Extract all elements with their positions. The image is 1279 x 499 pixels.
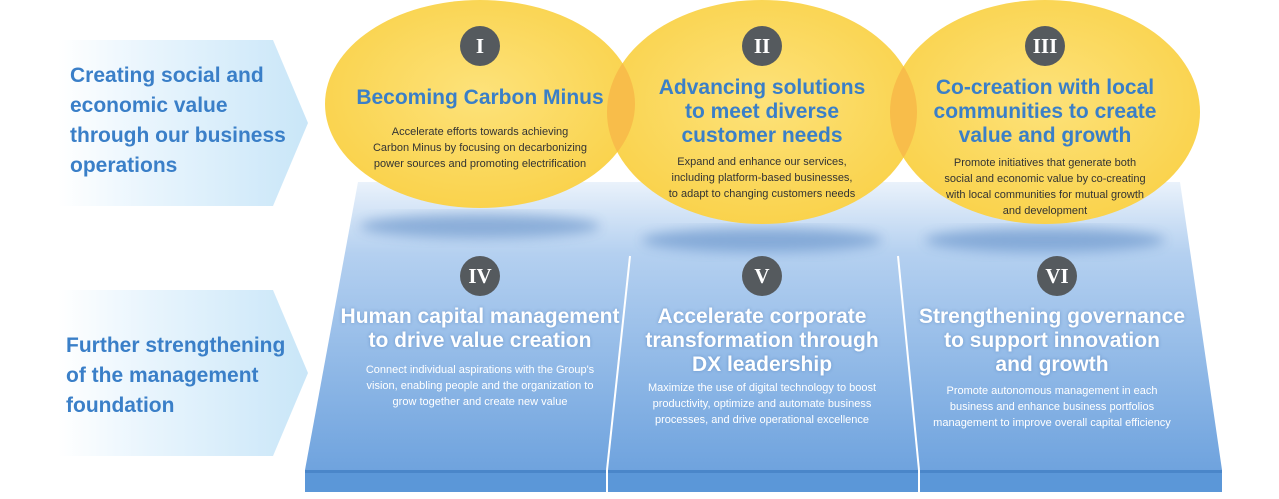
pillar-6-desc: Promote autonomous management in each bu… xyxy=(933,385,1171,429)
separator-right xyxy=(897,255,920,471)
pillar-6-title: Strengthening governance to support inno… xyxy=(918,305,1186,376)
pillar-5-desc: Maximize the use of digital technology t… xyxy=(647,382,877,426)
top-row-label: Creating social and economic value throu… xyxy=(70,64,286,177)
pillar-2-desc: Expand and enhance our services, includi… xyxy=(668,156,856,200)
pillar-2-title: Advancing solutions to meet diverse cust… xyxy=(658,76,866,147)
pillar-3-title: Co-creation with local communities to cr… xyxy=(933,76,1157,147)
foundation-panel xyxy=(305,182,1222,470)
circle-pillar-2 xyxy=(607,0,917,224)
pillar-1-desc: Accelerate efforts towards achieving Car… xyxy=(372,126,588,170)
bottom-row-label: Further strengthening of the management … xyxy=(66,334,286,417)
pillar-4-desc: Connect individual aspirations with the … xyxy=(365,364,595,408)
pillar-4-numeral: IV xyxy=(460,256,500,296)
pillar-5-numeral: V xyxy=(742,256,782,296)
circle-pillar-1 xyxy=(325,0,635,208)
pillar-5-title: Accelerate corporate transformation thro… xyxy=(645,305,879,376)
pillar-4-title: Human capital management to drive value … xyxy=(340,305,620,352)
foundation-base xyxy=(305,470,1222,492)
pillar-6-numeral: VI xyxy=(1037,256,1077,296)
pillar-1-title: Becoming Carbon Minus xyxy=(356,86,604,109)
pillar-2-numeral: II xyxy=(742,26,782,66)
bottom-row-arrow xyxy=(58,290,308,456)
circle-pillar-3 xyxy=(890,0,1200,224)
pillar-1-numeral: I xyxy=(460,26,500,66)
pillar-3-desc: Promote initiatives that generate both s… xyxy=(944,157,1146,217)
pillar-3-numeral: III xyxy=(1025,26,1065,66)
top-row-arrow xyxy=(58,40,308,206)
separator-left xyxy=(606,255,631,471)
